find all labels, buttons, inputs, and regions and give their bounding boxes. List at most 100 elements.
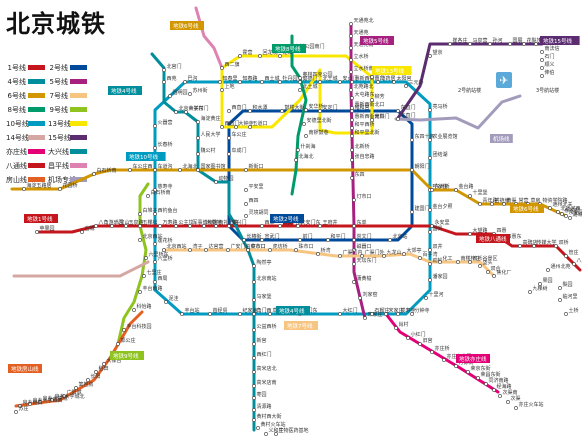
station-dot[interactable] — [252, 370, 256, 374]
station-label[interactable]: 积水潭 — [253, 104, 268, 111]
station-dot[interactable] — [238, 54, 242, 58]
station-label[interactable]: 双桥 — [559, 239, 569, 246]
station-label[interactable]: 土桥 — [569, 307, 579, 314]
station-label[interactable]: 新街口 — [249, 163, 264, 170]
station-label[interactable]: 牡丹园 — [283, 75, 298, 82]
station-label[interactable]: 莲花桥 — [158, 237, 173, 244]
station-dot[interactable] — [252, 408, 256, 412]
station-dot[interactable] — [488, 42, 492, 46]
station-dot[interactable] — [350, 134, 354, 138]
station-dot[interactable] — [268, 248, 272, 252]
station-dot[interactable] — [153, 280, 157, 284]
line-tag[interactable]: 地铁5号线 — [360, 36, 394, 45]
station-dot[interactable] — [468, 260, 472, 264]
station-dot[interactable] — [58, 187, 62, 191]
station-label[interactable]: 西苑 — [167, 75, 177, 82]
station-label[interactable]: 惠新西街南口 — [355, 75, 385, 82]
station-label[interactable]: 顺义 — [545, 62, 555, 68]
station-dot[interactable] — [304, 108, 308, 112]
station-label[interactable]: 新宫 — [257, 337, 267, 344]
station-label[interactable]: 北宫门 — [167, 63, 182, 70]
station-label[interactable]: 上地 — [225, 83, 235, 90]
station-label[interactable]: 西红门 — [257, 351, 272, 358]
station-dot[interactable] — [227, 136, 231, 140]
station-dot[interactable] — [430, 188, 434, 192]
station-dot[interactable] — [294, 158, 298, 162]
station-dot[interactable] — [360, 254, 364, 258]
station-label[interactable]: 南锣鼓巷 — [309, 129, 329, 136]
station-label[interactable]: 白堆子 — [143, 207, 158, 214]
station-dot[interactable] — [404, 84, 408, 88]
station-dot[interactable] — [350, 80, 354, 84]
station-dot[interactable] — [560, 212, 564, 216]
station-label[interactable]: 角门西 — [257, 307, 272, 314]
station-dot[interactable] — [318, 109, 322, 113]
metro-line[interactable] — [220, 54, 374, 135]
station-label[interactable]: 永安里 — [435, 219, 450, 226]
station-dot[interactable] — [428, 262, 432, 266]
station-label[interactable]: 五棵松 — [143, 219, 158, 226]
station-dot[interactable] — [244, 168, 248, 172]
station-label[interactable]: 北苑路北 — [354, 83, 374, 90]
station-dot[interactable] — [540, 74, 544, 78]
station-label[interactable]: 管庄 — [569, 249, 579, 256]
station-label[interactable]: 西钓鱼台 — [158, 207, 178, 214]
station-label[interactable]: 车公庄 — [232, 131, 247, 138]
station-dot[interactable] — [370, 98, 374, 102]
station-dot[interactable] — [428, 248, 432, 252]
station-label[interactable]: 玉泉路 — [129, 219, 144, 226]
station-label[interactable]: 金台夕照 — [433, 203, 453, 210]
station-label[interactable]: 石榴庄 — [375, 307, 390, 314]
station-dot[interactable] — [388, 238, 392, 242]
station-label[interactable]: 亦庄火车站 — [519, 401, 544, 408]
station-label[interactable]: 北京南站 — [257, 275, 277, 282]
line-tag[interactable]: 地铁1号线 — [24, 214, 58, 223]
station-dot[interactable] — [227, 224, 231, 228]
station-dot[interactable] — [476, 376, 480, 380]
station-label[interactable]: 国贸 — [433, 225, 443, 232]
line-tag[interactable]: 地铁2号线 — [270, 214, 304, 223]
station-label[interactable]: 草房 — [531, 197, 541, 204]
station-dot[interactable] — [456, 260, 460, 264]
station-dot[interactable] — [428, 108, 432, 112]
station-label[interactable]: 十里堡 — [473, 189, 488, 196]
station-dot[interactable] — [384, 312, 388, 316]
station-label[interactable]: 临河里 — [563, 293, 578, 300]
line-tag[interactable]: 地铁6号线 — [170, 21, 204, 30]
station-label[interactable]: 白石桥南 — [97, 167, 117, 174]
station-dot[interactable] — [22, 187, 26, 191]
station-label[interactable]: 物资学院路 — [543, 197, 568, 204]
station-dot[interactable] — [484, 382, 488, 386]
station-dot[interactable] — [188, 248, 192, 252]
station-label[interactable]: 花园桥 — [63, 182, 78, 189]
station-label[interactable]: 四惠东 — [507, 233, 522, 240]
station-dot[interactable] — [370, 312, 374, 316]
station-dot[interactable] — [350, 158, 354, 162]
station-label[interactable]: 梨园 — [563, 281, 573, 288]
station-label[interactable]: 苏州街 — [193, 87, 208, 94]
station-dot[interactable] — [506, 400, 510, 404]
station-dot[interactable] — [468, 232, 472, 236]
station-label[interactable]: 芍药居 — [381, 75, 396, 82]
station-dot[interactable] — [318, 80, 322, 84]
station-label[interactable]: 八宝山 — [115, 219, 130, 226]
station-label[interactable]: 崇文门 — [357, 233, 372, 240]
station-dot[interactable] — [153, 146, 157, 150]
station-label[interactable]: 巴沟 — [188, 75, 198, 82]
station-label[interactable]: 东直门 — [401, 112, 416, 119]
station-dot[interactable] — [564, 254, 568, 258]
station-label[interactable]: 亦庄桥 — [435, 345, 450, 352]
station-dot[interactable] — [202, 224, 206, 228]
station-dot[interactable] — [146, 194, 150, 198]
station-dot[interactable] — [252, 356, 256, 360]
station-dot[interactable] — [546, 268, 550, 272]
metro-line[interactable] — [290, 34, 308, 196]
station-label[interactable]: 角门东 — [303, 307, 318, 314]
station-dot[interactable] — [296, 224, 300, 228]
station-dot[interactable] — [184, 110, 188, 114]
station-dot[interactable] — [74, 386, 78, 390]
station-label[interactable]: 宋家庄 — [389, 307, 404, 314]
station-dot[interactable] — [174, 224, 178, 228]
station-dot[interactable] — [468, 42, 472, 46]
station-label[interactable]: 东四十条 — [415, 133, 435, 140]
